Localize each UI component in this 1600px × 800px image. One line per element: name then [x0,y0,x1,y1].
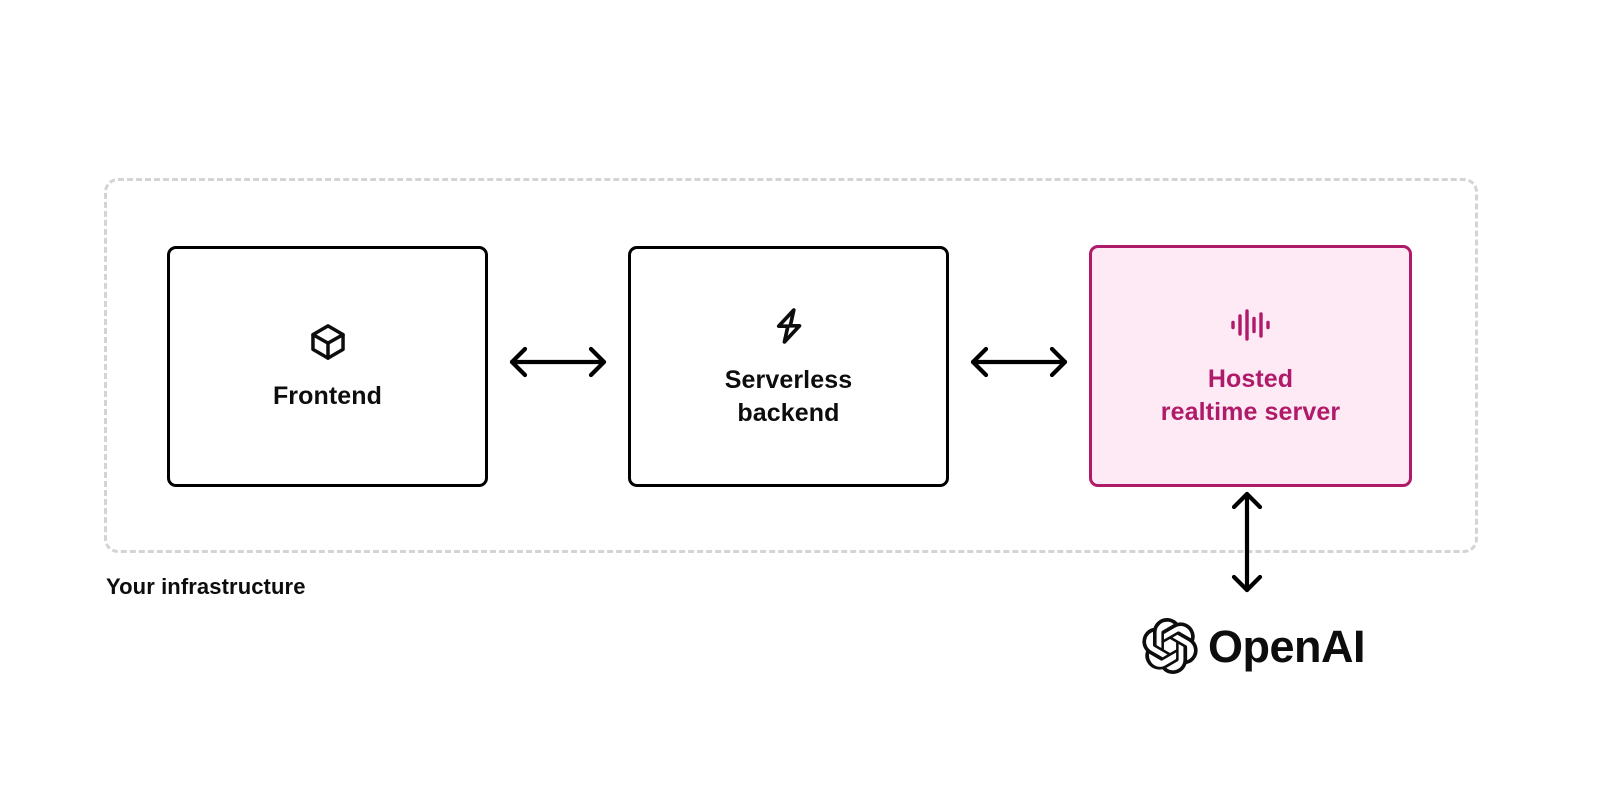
connector-frontend-to-backend [506,337,610,387]
node-serverless-backend-label: Serverless backend [724,365,853,427]
node-hosted-realtime-server-label: Hosted realtime server [1160,365,1341,426]
zap-icon [767,304,811,348]
connector-hosted-to-openai [1222,487,1272,597]
openai-wordmark: OpenAI [1208,620,1366,672]
node-serverless-backend[interactable]: Serverless backend [628,246,949,487]
infrastructure-boundary [104,178,1478,553]
cube-icon [306,320,350,364]
openai-lockup: OpenAI [1142,618,1366,675]
audio-waveform-icon [1227,303,1275,347]
node-frontend-label: Frontend [272,382,383,410]
openai-blossom-icon [1142,618,1198,675]
node-frontend[interactable]: Frontend [167,246,488,487]
infrastructure-caption: Your infrastructure [106,574,306,599]
node-hosted-realtime-server[interactable]: Hosted realtime server [1089,245,1412,487]
connector-backend-to-hosted [967,337,1071,387]
